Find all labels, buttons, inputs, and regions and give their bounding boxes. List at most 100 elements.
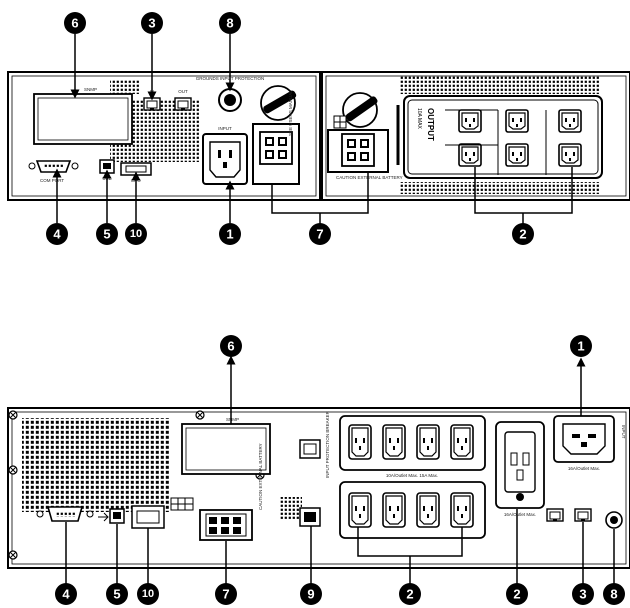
outlet-c13[interactable] (348, 492, 372, 528)
epo-connector-bottom[interactable] (131, 505, 165, 529)
breaker-caption-bottom: INPUT PROTECTION BREAKER (325, 410, 330, 478)
ac-input-socket-bottom[interactable] (553, 415, 615, 463)
snmp-slot-bottom[interactable]: SNMP (181, 417, 271, 475)
battery-caption: CAUTION EXTERNAL BATTERY (258, 443, 263, 510)
outlet-bank-bottom (339, 481, 486, 539)
battery-fan-knob (260, 85, 297, 121)
epo-connector[interactable] (120, 162, 152, 176)
top-callout-lines (52, 34, 573, 224)
outlet-c13[interactable] (382, 492, 406, 528)
battery-fan-knob-right (342, 92, 378, 128)
com-port[interactable] (28, 160, 79, 173)
screw-icon (8, 550, 18, 560)
output-16a-rating: 16A/Outlet Max. (504, 512, 536, 517)
top-outlet[interactable] (458, 143, 482, 167)
svg-text:8: 8 (226, 16, 233, 31)
outlet-c13[interactable] (416, 424, 440, 460)
output-rating: 10A MAX (416, 108, 422, 130)
marker-10-top: 10 (125, 223, 147, 245)
outlet-c13[interactable] (348, 424, 372, 460)
output-breaker-bottom[interactable] (299, 507, 321, 527)
rack-vent-grid (22, 418, 170, 512)
marker-5-bottom: 5 (106, 583, 128, 605)
svg-text:3: 3 (579, 587, 586, 602)
svg-text:5: 5 (113, 587, 120, 602)
output-breaker-top[interactable] (299, 439, 321, 459)
external-battery-connector-right[interactable] (327, 129, 389, 173)
svg-text:8: 8 (610, 587, 617, 602)
top-outlet[interactable] (558, 109, 582, 133)
svg-text:4: 4 (62, 587, 70, 602)
battery-note: SEE USERS MANUAL (288, 90, 293, 136)
marker-7-bottom: 7 (215, 583, 237, 605)
svg-text:10: 10 (142, 588, 154, 600)
marker-4-bottom: 4 (55, 583, 77, 605)
outlet-c13[interactable] (382, 424, 406, 460)
connector-caption-1: CAUTION EXTERNAL BATTERY (336, 175, 403, 180)
com-port-bottom[interactable] (36, 506, 94, 522)
network-port-in[interactable] (143, 97, 161, 111)
usb-port[interactable] (99, 159, 115, 174)
svg-text:10: 10 (130, 228, 142, 240)
outlet-c13[interactable] (416, 492, 440, 528)
output-label: OUTPUT (426, 108, 435, 141)
svg-text:5: 5 (103, 227, 110, 242)
svg-text:7: 7 (316, 227, 323, 242)
marker-6-top: 6 (64, 12, 86, 34)
marker-7-top: 7 (309, 223, 331, 245)
marker-1-bottom: 1 (570, 335, 592, 357)
snmp-slot-label-bottom: SNMP (226, 417, 239, 422)
marker-2-top: 2 (512, 223, 534, 245)
bottom-unit: SNMP (7, 355, 630, 584)
outlet-c13[interactable] (450, 424, 474, 460)
screw-icon (8, 410, 18, 420)
marker-6-bottom: 6 (220, 335, 242, 357)
svg-text:1: 1 (226, 227, 233, 242)
screw-icon (8, 465, 18, 475)
usb-icon (98, 512, 109, 522)
svg-text:9: 9 (307, 587, 314, 602)
network-port-out[interactable] (174, 97, 192, 111)
usb-port-bottom[interactable] (109, 508, 125, 524)
marker-5-top: 5 (96, 223, 118, 245)
marker-4-top: 4 (46, 223, 68, 245)
external-battery-connector-left[interactable] (252, 123, 300, 185)
marker-3-top: 3 (141, 12, 163, 34)
svg-text:6: 6 (227, 339, 234, 354)
port-label-out: OUT (178, 89, 188, 94)
snmp-slot: SNMP (33, 87, 133, 145)
svg-text:1: 1 (577, 339, 584, 354)
side-text: INPUT (621, 425, 626, 439)
marker-8-bottom: 8 (603, 583, 625, 605)
marker-1-top: 1 (219, 223, 241, 245)
markers: 6 3 8 4 5 10 1 7 2 6 1 4 5 10 7 9 2 2 3 … (46, 12, 625, 605)
marker-9-bottom: 9 (300, 583, 322, 605)
outlet-c13[interactable] (450, 492, 474, 528)
com-port-label: COM PORT (40, 178, 64, 183)
outlet-rating-top: 10A/Outlet Max. 15A Max. (386, 473, 438, 478)
network-port-out-bottom[interactable] (574, 508, 592, 522)
input-label: INPUT (218, 126, 232, 131)
network-port-in-bottom[interactable] (546, 508, 564, 522)
output-outlet-group: OUTPUT 10A MAX (396, 95, 603, 179)
grid-icon (170, 497, 194, 511)
svg-text:7: 7 (222, 587, 229, 602)
input-protection-breaker[interactable] (218, 88, 242, 112)
ac-input-socket[interactable] (202, 133, 248, 185)
marker-2a-bottom: 2 (399, 583, 421, 605)
svg-text:2: 2 (519, 227, 526, 242)
marker-3-bottom: 3 (572, 583, 594, 605)
top-outlet[interactable] (458, 109, 482, 133)
svg-text:3: 3 (148, 16, 155, 31)
outlet-bank-top: 10A/Outlet Max. 15A Max. (339, 415, 486, 478)
svg-text:2: 2 (406, 587, 413, 602)
input-protection-breaker-bottom[interactable] (605, 511, 623, 529)
top-outlet[interactable] (558, 143, 582, 167)
top-outlet[interactable] (505, 109, 529, 133)
snmp-slot-label: SNMP (84, 87, 97, 92)
marker-8-top: 8 (219, 12, 241, 34)
external-battery-connector-bottom[interactable] (199, 509, 253, 541)
top-outlet[interactable] (505, 143, 529, 167)
output-16a-outlet[interactable] (495, 421, 545, 509)
